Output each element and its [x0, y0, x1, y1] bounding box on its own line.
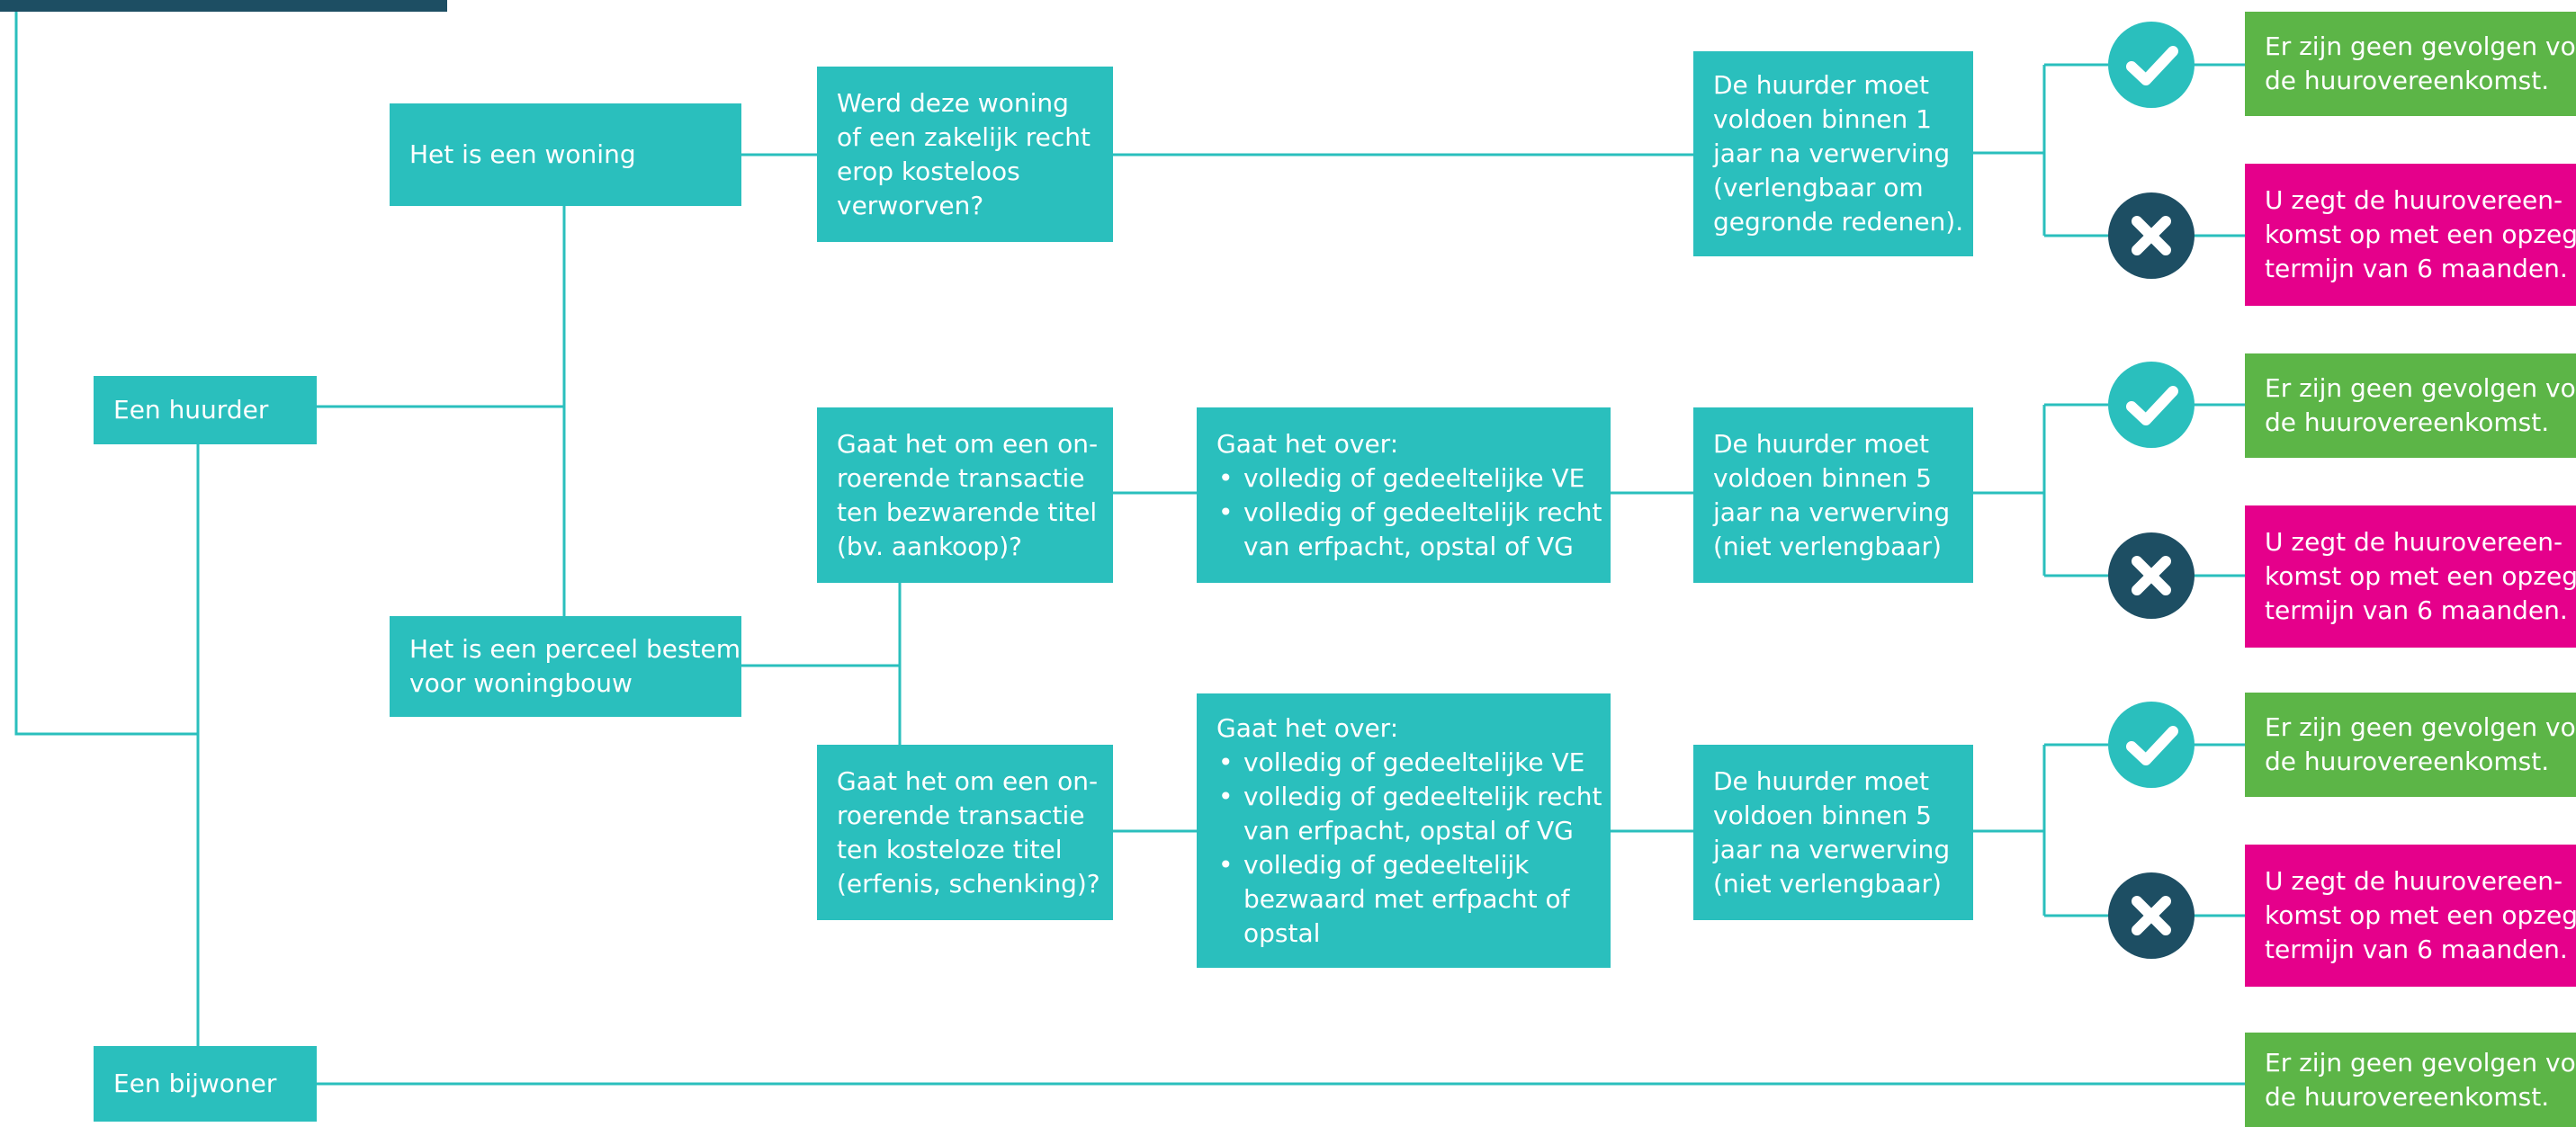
- node-text: ten bezwarende titel: [837, 496, 1098, 527]
- node-bijwoner: Een bijwoner: [94, 1046, 317, 1122]
- node-text: termijn van 6 maanden.: [2265, 935, 2568, 964]
- node-text: de huurovereenkomst.: [2265, 1081, 2550, 1112]
- node-text: roerende transactie: [837, 800, 1085, 830]
- outcome-opzeg: U zegt de huurovereen- komst op met een …: [2245, 505, 2576, 648]
- node-text: voldoen binnen 5: [1713, 800, 1932, 830]
- node-text: voor woningbouw: [409, 668, 633, 698]
- node-text: van erfpacht, opstal of VG: [1243, 531, 1574, 561]
- bullet-item: volledig of gedeeltelijk recht van erfpa…: [1216, 780, 1602, 848]
- node-text: Er zijn geen gevolgen voor: [2265, 373, 2576, 403]
- node-text: komst op met een opzeg-: [2265, 900, 2576, 930]
- node-text: voldoen binnen 1: [1713, 104, 1932, 134]
- node-text: Er zijn geen gevolgen voor: [2265, 1047, 2576, 1078]
- node-heading: Gaat het over:: [1216, 428, 1399, 459]
- node-text: (niet verlengbaar): [1713, 531, 1942, 561]
- node-text: De huurder moet: [1713, 428, 1929, 459]
- node-text: volledig of gedeeltelijke VE: [1243, 747, 1585, 777]
- checkmark-icon: [2108, 702, 2195, 788]
- node-text: erop kosteloos: [837, 156, 1020, 186]
- node-text: (verlengbaar om: [1713, 173, 1924, 202]
- node-text: (erfenis, schenking)?: [837, 868, 1100, 899]
- node-text: verworven?: [837, 190, 984, 220]
- node-huurder: Een huurder: [94, 376, 317, 444]
- node-bezwarende-titel: Gaat het om een on- roerende transactie …: [817, 407, 1113, 583]
- node-text: de huurovereenkomst.: [2265, 407, 2550, 437]
- node-text: termijn van 6 maanden.: [2265, 595, 2568, 625]
- node-text: (niet verlengbaar): [1713, 868, 1942, 899]
- node-text: jaar na verwerving: [1713, 834, 1951, 864]
- outcome-geen-gevolgen: Er zijn geen gevolgen voor de huuroveree…: [2245, 12, 2576, 116]
- node-text: Er zijn geen gevolgen voor: [2265, 712, 2576, 742]
- outcome-geen-gevolgen: Er zijn geen gevolgen voor de huuroveree…: [2245, 353, 2576, 458]
- node-text: jaar na verwerving: [1713, 139, 1951, 168]
- bullet-item: volledig of gedeeltelijk recht van erfpa…: [1216, 496, 1602, 564]
- node-text: U zegt de huurovereen-: [2265, 866, 2563, 896]
- node-text: Gaat het om een on-: [837, 428, 1099, 459]
- outcome-geen-gevolgen: Er zijn geen gevolgen voor de huuroveree…: [2245, 1033, 2576, 1127]
- node-text: volledig of gedeeltelijk recht: [1243, 496, 1602, 527]
- node-text: van erfpacht, opstal of VG: [1243, 815, 1574, 845]
- node-text: volledig of gedeeltelijk: [1243, 849, 1530, 880]
- node-heading: Gaat het over:: [1216, 712, 1399, 743]
- node-voldoen-5-jaar-a: De huurder moet voldoen binnen 5 jaar na…: [1693, 407, 1973, 583]
- node-text: (bv. aankoop)?: [837, 531, 1022, 561]
- node-voldoen-5-jaar-b: De huurder moet voldoen binnen 5 jaar na…: [1693, 745, 1973, 920]
- checkmark-icon: [2108, 362, 2195, 448]
- node-kosteloos-verworven: Werd deze woning of een zakelijk recht e…: [817, 67, 1113, 242]
- bullet-item: volledig of gedeeltelijke VE: [1216, 746, 1591, 780]
- node-voldoen-1-jaar: De huurder moet voldoen binnen 1 jaar na…: [1693, 51, 1973, 256]
- node-text: bezwaard met erfpacht of: [1243, 883, 1570, 914]
- node-text: Er zijn geen gevolgen voor: [2265, 31, 2576, 61]
- node-text: voldoen binnen 5: [1713, 462, 1932, 493]
- node-text: de huurovereenkomst.: [2265, 747, 2550, 776]
- node-text: Een bijwoner: [113, 1069, 277, 1098]
- node-text: roerende transactie: [837, 462, 1085, 493]
- node-perceel: Het is een perceel bestemd voor woningbo…: [390, 616, 757, 717]
- node-text: Werd deze woning: [837, 87, 1069, 118]
- outcome-opzeg: U zegt de huurovereen- komst op met een …: [2245, 845, 2576, 987]
- bullet-list: volledig of gedeeltelijke VE volledig of…: [1216, 461, 1602, 564]
- node-text: ten kosteloze titel: [837, 834, 1063, 864]
- node-text: termijn van 6 maanden.: [2265, 254, 2568, 283]
- header-accent-bar: [0, 0, 447, 12]
- bullet-item: volledig of gedeeltelijke VE: [1216, 461, 1591, 496]
- node-gaat-over-1: Gaat het over: volledig of gedeeltelijke…: [1197, 407, 1611, 583]
- outcome-opzeg: U zegt de huurovereen- komst op met een …: [2245, 164, 2576, 306]
- node-kosteloze-titel: Gaat het om een on- roerende transactie …: [817, 745, 1113, 920]
- node-text: De huurder moet: [1713, 70, 1929, 100]
- node-text: komst op met een opzeg-: [2265, 561, 2576, 591]
- cross-icon: [2108, 532, 2195, 619]
- node-text: gegronde redenen).: [1713, 207, 1964, 237]
- node-text: komst op met een opzeg-: [2265, 219, 2576, 249]
- node-text: volledig of gedeeltelijk recht: [1243, 781, 1602, 811]
- outcome-geen-gevolgen: Er zijn geen gevolgen voor de huuroveree…: [2245, 693, 2576, 797]
- node-text: of een zakelijk recht: [837, 121, 1091, 152]
- node-text: Het is een woning: [409, 139, 636, 169]
- bullet-list: volledig of gedeeltelijke VE volledig of…: [1216, 746, 1602, 951]
- node-text: de huurovereenkomst.: [2265, 66, 2550, 95]
- node-text: Het is een perceel bestemd: [409, 634, 757, 664]
- cross-icon: [2108, 872, 2195, 959]
- cross-icon: [2108, 192, 2195, 279]
- node-text: U zegt de huurovereen-: [2265, 185, 2563, 215]
- node-text: Gaat het om een on-: [837, 765, 1099, 796]
- checkmark-icon: [2108, 22, 2195, 108]
- node-text: De huurder moet: [1713, 765, 1929, 796]
- node-woning: Het is een woning: [390, 103, 741, 206]
- node-gaat-over-2: Gaat het over: volledig of gedeeltelijke…: [1197, 693, 1611, 968]
- node-text: opstal: [1243, 917, 1321, 948]
- node-text: Een huurder: [113, 395, 269, 425]
- bullet-item: volledig of gedeeltelijk bezwaard met er…: [1216, 848, 1591, 951]
- node-text: volledig of gedeeltelijke VE: [1243, 462, 1585, 493]
- node-text: U zegt de huurovereen-: [2265, 527, 2563, 557]
- node-text: jaar na verwerving: [1713, 496, 1951, 527]
